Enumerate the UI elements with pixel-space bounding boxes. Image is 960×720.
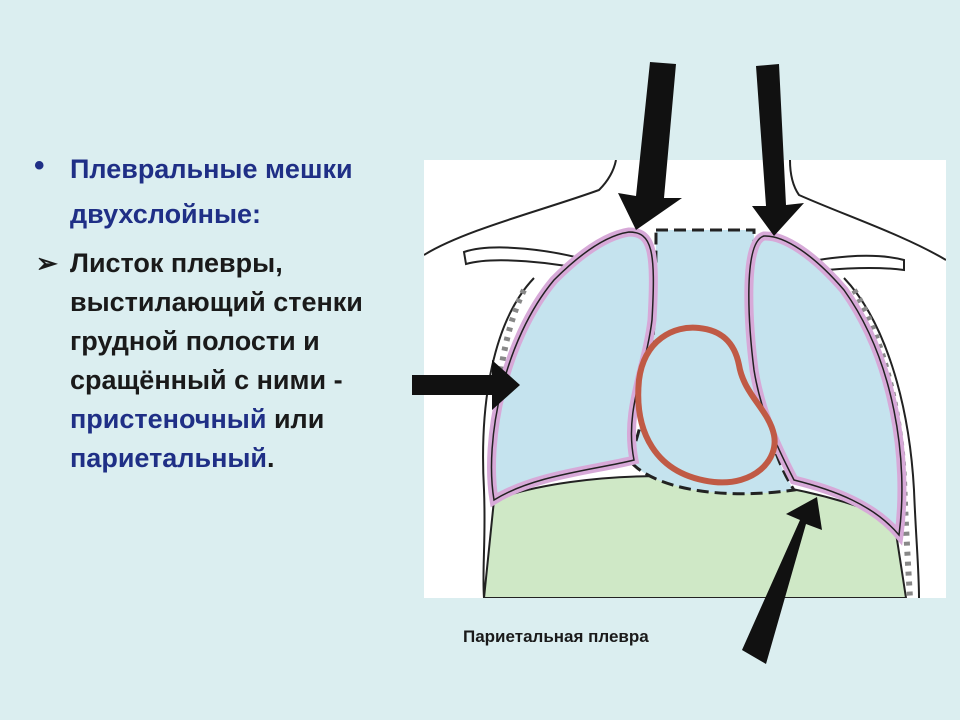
bullet-2-line-6: париетальный.: [70, 439, 420, 478]
bullet-1-line-1: Плевральные мешки: [70, 154, 353, 184]
bullet-2-line-5: пристеночный или: [70, 400, 420, 439]
arrow-top-right-icon: [752, 64, 804, 236]
left-rib-texture: [492, 288, 527, 599]
arrow-left-icon: [412, 360, 520, 410]
left-lung-outline: [490, 231, 655, 502]
bullet-dot-icon: •: [34, 149, 45, 182]
term-parietal-ru: пристеночный: [70, 404, 267, 434]
text-block: • Плевральные мешки двухслойные: ➢ Листо…: [30, 149, 420, 478]
pleura-diagram: [423, 159, 947, 599]
bullet-2-line-1: Листок плевры,: [70, 248, 283, 278]
right-lung-outline: [748, 235, 903, 537]
or-word: или: [266, 404, 325, 434]
period: .: [267, 443, 275, 473]
arrow-bottom-icon: [742, 497, 822, 664]
bullet-1-line-2: двухслойные:: [70, 199, 262, 229]
bullet-2-line-4: сращённый с ними -: [70, 365, 343, 395]
bullet-2-line-3: грудной полости и: [70, 326, 320, 356]
arrow-bullet-icon: ➢: [36, 248, 58, 278]
bullet-2-line-2: выстилающий стенки: [70, 287, 363, 317]
right-shoulder-outline: [789, 159, 947, 261]
right-chest-wall: [843, 277, 920, 599]
bullet-1: • Плевральные мешки: [30, 149, 420, 189]
term-parietal: париетальный: [70, 443, 268, 473]
heart-pericardium: [635, 324, 778, 486]
bullet-2: ➢ Листок плевры, выстилающий стенки груд…: [30, 244, 420, 478]
figure-caption: Париетальная плевра: [463, 627, 649, 646]
arrow-top-left-icon: [618, 62, 682, 230]
left-chest-wall: [482, 277, 535, 599]
left-shoulder-outline: [423, 159, 617, 256]
